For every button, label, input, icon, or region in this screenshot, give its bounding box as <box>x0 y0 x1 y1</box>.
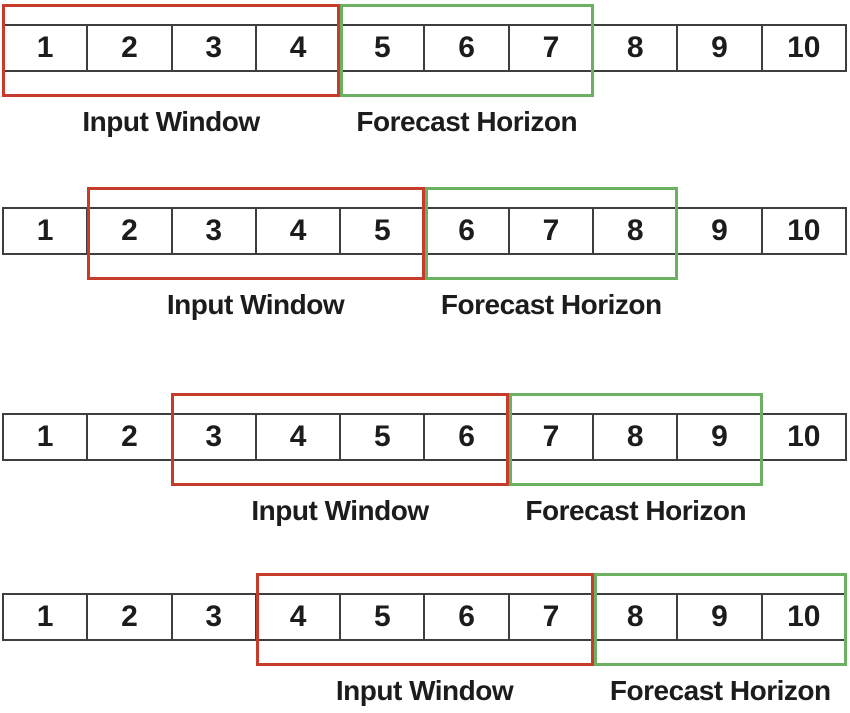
time-step-cell: 1 <box>4 26 89 70</box>
input-window-label: Input Window <box>335 675 514 706</box>
time-step-cell: 3 <box>173 595 257 639</box>
time-step-cell: 2 <box>88 595 173 639</box>
time-step-cell: 6 <box>425 209 510 253</box>
input-window-label: Input Window <box>82 106 260 137</box>
forecast-horizon-box <box>340 4 594 97</box>
forecast-horizon-label: Forecast Horizon <box>440 289 662 320</box>
time-step-cell: 10 <box>787 31 821 64</box>
forecast-horizon-box <box>593 573 847 666</box>
time-step-cell: 2 <box>88 26 173 70</box>
time-step-cell: 5 <box>341 595 426 639</box>
input-window-box <box>171 393 509 486</box>
time-step-cell: 8 <box>594 415 679 459</box>
time-step-cell: 9 <box>678 209 763 253</box>
input-window-box <box>2 4 340 97</box>
input-window-box <box>255 573 594 666</box>
time-step-cell: 2 <box>88 209 173 253</box>
time-step-cell: 9 <box>678 26 763 70</box>
time-step-cell: 5 <box>341 415 426 459</box>
time-step-cell: 2 <box>88 415 173 459</box>
time-step-cell: 6 <box>425 26 510 70</box>
time-step-cell: 8 <box>594 595 679 639</box>
time-step-cell: 7 <box>510 209 595 253</box>
input-window-label: Input Window <box>251 495 429 526</box>
time-step-cell: 3 <box>173 209 257 253</box>
time-step-cell: 1 <box>4 595 89 639</box>
time-step-cell: 10 <box>787 420 821 453</box>
time-step-cell: 4 <box>257 595 342 639</box>
time-step-cell: 10 <box>787 600 821 633</box>
time-step-cell: 1 <box>4 415 89 459</box>
time-step-cell: 1 <box>4 209 89 253</box>
time-step-cell: 8 <box>594 26 679 70</box>
input-window-label: Input Window <box>166 289 345 320</box>
forecast-horizon-label: Forecast Horizon <box>356 106 578 137</box>
time-step-cell: 9 <box>678 595 763 639</box>
time-step-cell: 5 <box>341 26 426 70</box>
input-window-box <box>86 187 425 280</box>
time-step-cell: 4 <box>257 209 342 253</box>
time-step-cell: 10 <box>787 214 821 247</box>
forecast-horizon-label: Forecast Horizon <box>525 495 747 526</box>
time-step-cell: 3 <box>173 415 257 459</box>
time-step-cell: 7 <box>510 415 595 459</box>
time-step-cell: 3 <box>173 26 257 70</box>
time-step-cell: 6 <box>425 595 510 639</box>
time-step-cell: 4 <box>257 415 342 459</box>
forecast-horizon-label: Forecast Horizon <box>609 675 831 706</box>
forecast-horizon-box <box>509 393 763 486</box>
forecast-horizon-box <box>424 187 678 280</box>
